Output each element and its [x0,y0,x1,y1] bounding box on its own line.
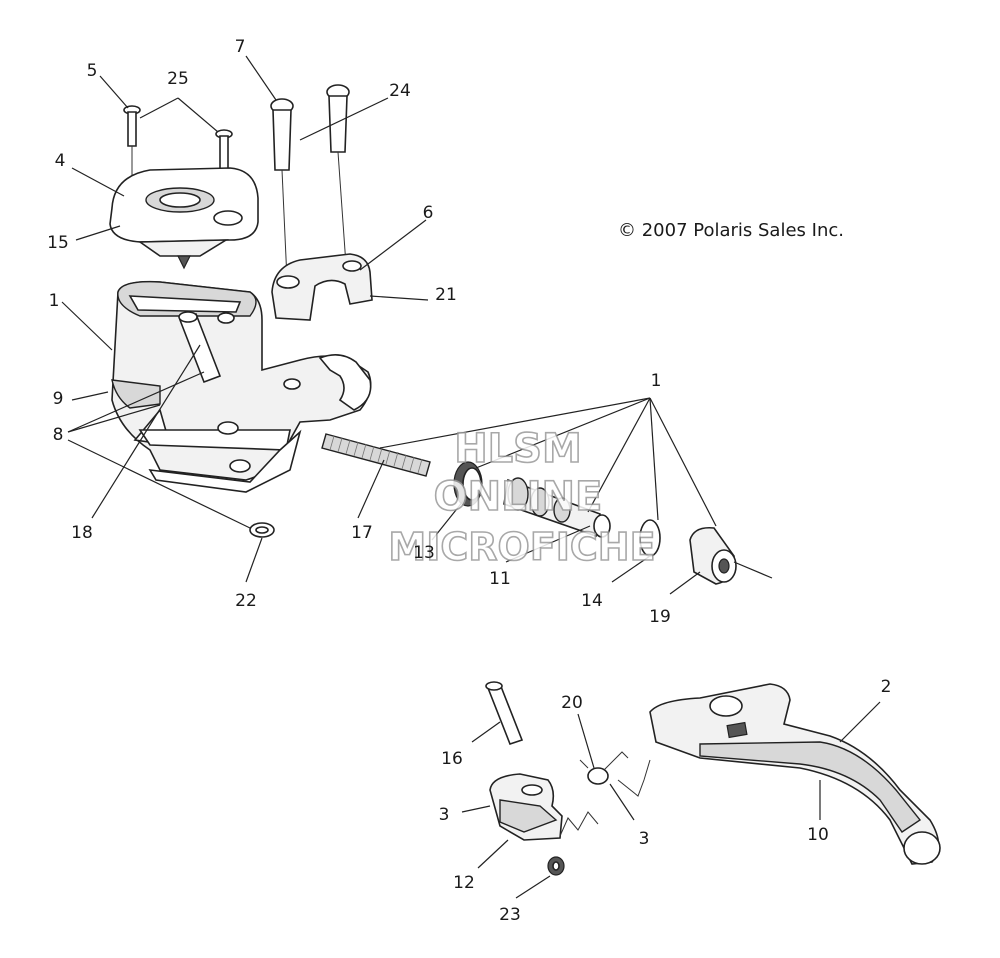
screw-24 [326,84,350,266]
callout-18: 18 [71,523,93,543]
callout-3-adjuster: 3 [439,805,450,825]
snap-ring-22 [249,522,275,538]
callout-1-kit: 1 [651,371,662,391]
callout-1-body: 1 [49,291,60,311]
callout-4: 4 [55,151,66,171]
piston-11 [503,477,611,538]
callout-23: 23 [499,905,521,925]
watermark-line-1: HLSM [454,426,582,472]
boot-19 [689,526,737,585]
callout-7: 7 [235,37,246,57]
adjuster-3 [489,773,563,841]
cup-13 [453,461,483,507]
spring-17 [321,433,431,477]
callout-6: 6 [423,203,434,223]
callout-14: 14 [581,591,603,611]
pin-18 [178,311,222,384]
callout-16: 16 [441,749,463,769]
screw-5 [123,105,141,190]
callout-19: 19 [649,607,671,627]
callout-10: 10 [807,825,829,845]
callout-21: 21 [435,285,457,305]
callout-labels: 5 25 7 24 4 15 6 21 1 9 8 18 22 17 13 11… [47,37,891,925]
spring-20 [579,751,629,785]
leader-lines [61,55,881,899]
pin-16 [485,681,524,745]
copyright-text: © 2007 Polaris Sales Inc. [618,220,844,241]
callout-24: 24 [389,81,411,101]
callout-12: 12 [453,873,475,893]
callout-15: 15 [47,233,69,253]
watermark-line-3: MICROFICHE [388,525,655,569]
clamp [271,253,373,321]
watermark: HLSM ONLINE MICROFICHE [388,425,657,570]
callout-22: 22 [235,591,257,611]
washer-23 [547,856,565,876]
callout-9: 9 [53,389,64,409]
callout-11: 11 [489,569,511,589]
callout-5: 5 [87,61,98,81]
watermark-line-2: ONLINE [434,474,603,520]
callout-13: 13 [413,543,435,563]
master-cylinder-body [111,280,372,493]
brake-lever-2 [649,683,941,865]
callout-8: 8 [53,425,64,445]
reservoir-cover [109,167,259,270]
callout-25: 25 [167,69,189,89]
callout-2: 2 [881,677,892,697]
callout-20: 20 [561,693,583,713]
callout-17: 17 [351,523,373,543]
screw-7 [270,98,294,281]
callout-3-spring: 3 [639,829,650,849]
